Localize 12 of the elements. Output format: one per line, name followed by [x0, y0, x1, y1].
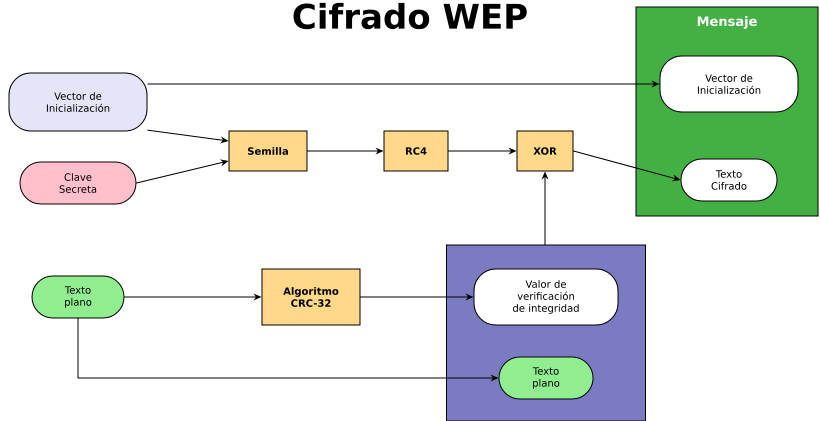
- title: Cifrado WEP: [294, 2, 527, 30]
- terminal-box: Valor de verificación de integridad: [474, 268, 618, 326]
- process-box: Semilla: [228, 130, 308, 172]
- terminal-box: Vector de Inicialización: [660, 56, 798, 112]
- terminal-box: Texto plano: [498, 356, 594, 400]
- terminal-box: Texto Cifrado: [680, 158, 778, 202]
- terminal-box: Clave Secreta: [20, 162, 136, 204]
- terminal-box: Vector de Inicialización: [8, 72, 148, 132]
- process-box: RC4: [384, 130, 448, 172]
- terminal-box: Texto plano: [32, 276, 124, 318]
- process-box: Algoritmo CRC-32: [262, 268, 360, 326]
- process-box: XOR: [516, 130, 574, 172]
